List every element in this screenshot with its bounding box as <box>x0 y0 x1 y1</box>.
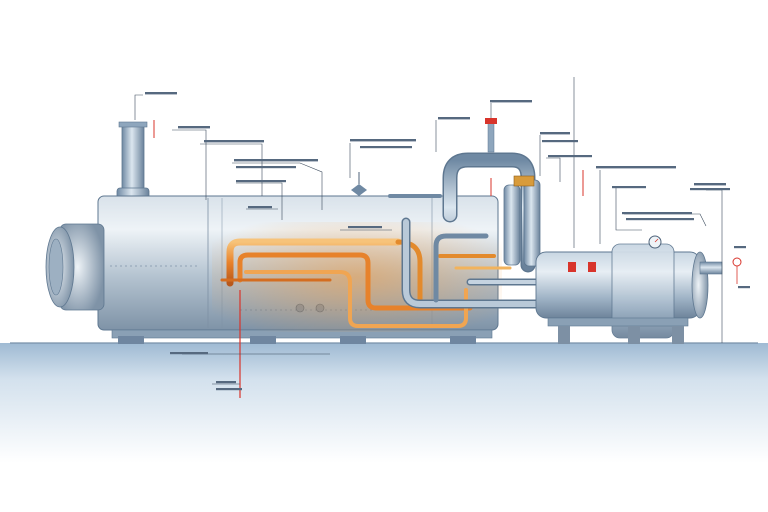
callout-labels <box>145 92 750 391</box>
separator-columns <box>503 175 541 267</box>
heat-exchanger <box>535 243 723 344</box>
valve-icon <box>351 172 367 196</box>
pressure-gauge-icon <box>648 235 662 249</box>
hot-tube-bundle <box>220 238 512 328</box>
outlet-marker <box>732 257 742 267</box>
red-process-lines <box>153 120 738 398</box>
relief-valve <box>485 118 497 153</box>
ground-shadow <box>0 343 768 463</box>
